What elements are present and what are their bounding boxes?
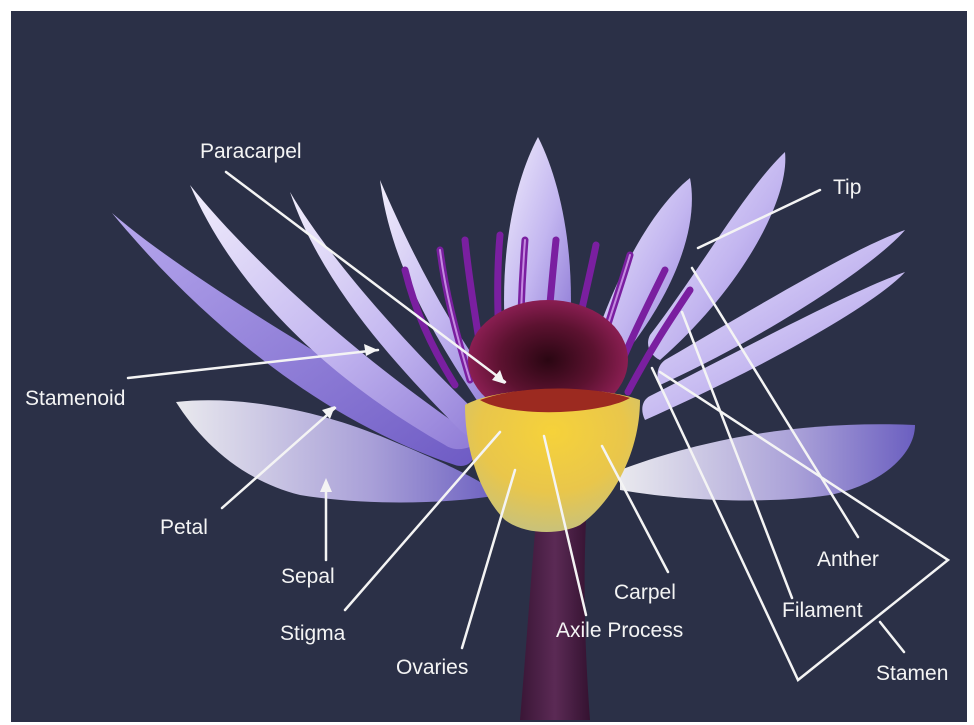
label-stigma: Stigma xyxy=(280,623,345,644)
label-filament: Filament xyxy=(782,600,863,621)
label-stamenoid: Stamenoid xyxy=(25,388,125,409)
label-paracarpel: Paracarpel xyxy=(200,141,302,162)
label-tip: Tip xyxy=(833,177,861,198)
label-carpel: Carpel xyxy=(614,582,676,603)
label-ovaries: Ovaries xyxy=(396,657,468,678)
label-anther: Anther xyxy=(817,549,879,570)
label-petal: Petal xyxy=(160,517,208,538)
label-stamen: Stamen xyxy=(876,663,948,684)
label-sepal: Sepal xyxy=(281,566,335,587)
label-axile-process: Axile Process xyxy=(556,620,683,641)
